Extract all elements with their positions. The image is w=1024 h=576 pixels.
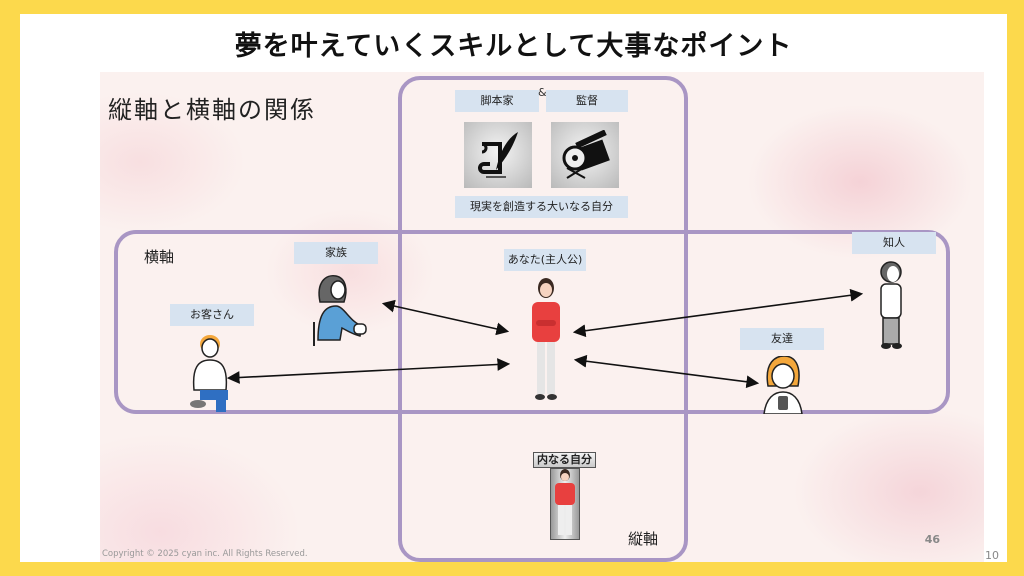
arrow-family [381,299,510,336]
page-number: 10 [985,549,999,562]
label-customer: お客さん [170,304,254,326]
arrow-friend [573,354,760,389]
label-director: 監督 [546,90,628,112]
arrow-acquaintance [572,288,864,338]
slide-number: 46 [924,533,940,546]
label-acquaintance: 知人 [852,232,936,254]
friend-with-phone-icon [762,355,804,418]
slide-title: 縦軸と横軸の関係 [108,96,316,124]
vertical-axis-label: 縦軸 [628,530,659,548]
seated-customer-icon [188,334,234,418]
quill-scroll-icon [464,122,532,188]
label-screenwriter: 脚本家 [455,90,539,112]
horizontal-axis-frame [114,230,950,414]
page: 夢を叶えていくスキルとして大事なポイント 縦軸と横軸の関係 脚本家 & 監督 [20,14,1007,562]
seated-family-icon [310,272,370,352]
arrow-customer [226,358,511,384]
film-clapper-icon [551,122,619,188]
relationship-arrows [226,288,864,389]
caption-creator-self: 現実を創造する大いなる自分 [455,196,628,218]
label-family: 家族 [294,242,378,264]
slide: 縦軸と横軸の関係 脚本家 & 監督 現実を創造する大いな [100,72,984,562]
copyright-text: Copyright © 2025 cyan inc. All Rights Re… [102,549,308,559]
label-inner-self: 内なる自分 [533,452,596,468]
label-you-protagonist: あなた(主人公) [504,249,586,271]
horizontal-axis-label: 横軸 [144,248,175,266]
ampersand: & [538,86,547,99]
protagonist-woman-icon [528,276,564,410]
page-title: 夢を叶えていくスキルとして大事なポイント [234,31,793,62]
thinking-acquaintance-icon [876,260,906,356]
inner-self-figure-icon [550,468,580,540]
